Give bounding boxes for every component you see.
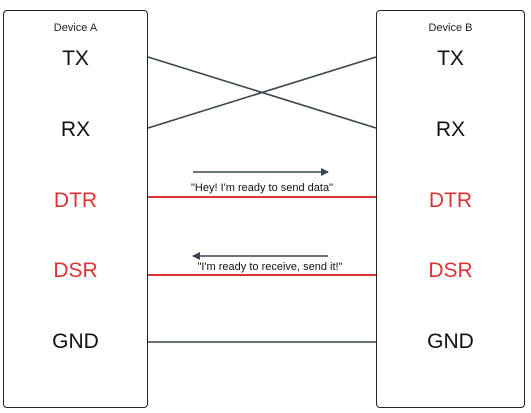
device-a-pin-rx: RX [60, 118, 91, 141]
dtr-message: "Hey! I'm ready to send data" [191, 182, 333, 194]
device-b-pin-tx: TX [437, 47, 464, 70]
wire-a-rx-to-b-tx [147, 56, 377, 129]
device-b-box: Device B TX RX DTR DSR GND [376, 10, 525, 408]
device-b-pin-dsr: DSR [428, 259, 473, 282]
device-b-title: Device B [428, 22, 473, 34]
device-b-pin-gnd: GND [427, 330, 474, 353]
device-a-title: Device A [53, 22, 98, 34]
device-a-pin-dtr: DTR [53, 189, 98, 212]
device-b-pin-dtr: DTR [428, 189, 473, 212]
device-a-pin-gnd: GND [52, 330, 99, 353]
device-a-pin-dsr: DSR [53, 259, 98, 282]
dsr-message: "I'm ready to receive, send it!" [197, 261, 342, 273]
device-b-pin-rx: RX [435, 118, 466, 141]
device-a-box: Device A TX RX DTR DSR GND [3, 10, 148, 408]
device-a-pin-tx: TX [62, 47, 89, 70]
